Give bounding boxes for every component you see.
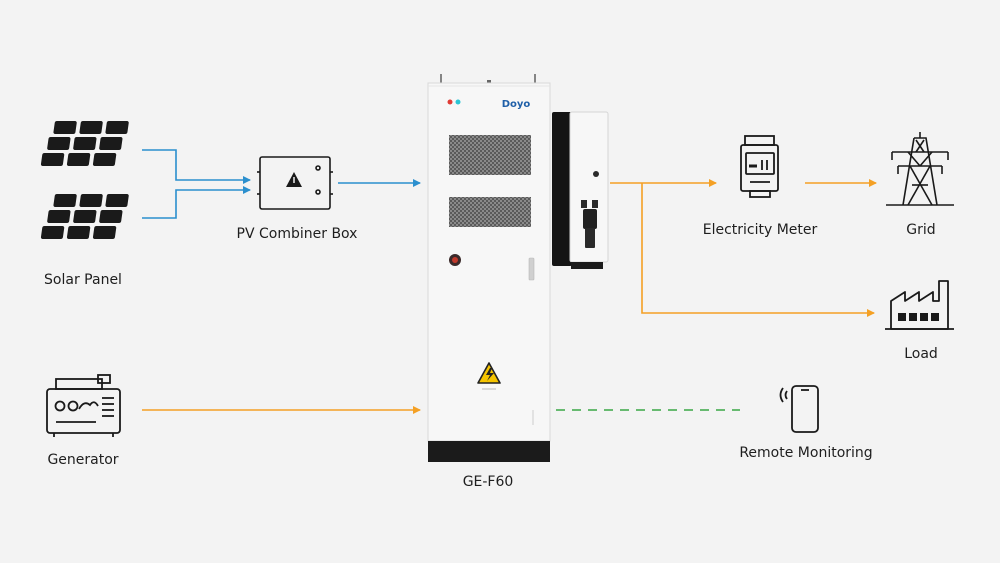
solar-panel-icon bbox=[40, 121, 129, 239]
smartphone-icon bbox=[779, 385, 819, 433]
electricity-meter-icon bbox=[740, 135, 779, 198]
vent-lower bbox=[449, 197, 531, 227]
ac-flow-lines bbox=[142, 179, 877, 414]
generator-label: Generator bbox=[47, 452, 119, 468]
factory-icon bbox=[885, 280, 954, 330]
generator-icon bbox=[46, 374, 121, 437]
grid-label: Grid bbox=[906, 222, 936, 238]
ge-f60-cabinet bbox=[427, 74, 551, 462]
status-led-red bbox=[447, 99, 453, 105]
door-handle bbox=[528, 257, 535, 281]
inverter-unit bbox=[552, 111, 609, 269]
dc-flow-lines bbox=[142, 149, 421, 219]
status-led-cyan bbox=[455, 99, 461, 105]
product-label: GE-F60 bbox=[462, 474, 514, 490]
electricity-meter-label: Electricity Meter bbox=[702, 222, 818, 238]
remote-monitoring-label: Remote Monitoring bbox=[739, 445, 873, 461]
warning-icon bbox=[477, 362, 501, 390]
brand-logo: Doyo bbox=[502, 99, 531, 110]
load-label: Load bbox=[904, 346, 938, 362]
vent-upper bbox=[449, 135, 531, 175]
combiner-box-label: PV Combiner Box bbox=[236, 226, 358, 242]
solar-panel-label: Solar Panel bbox=[44, 272, 122, 288]
transmission-tower-icon bbox=[886, 132, 954, 206]
combiner-box-icon bbox=[257, 156, 333, 210]
